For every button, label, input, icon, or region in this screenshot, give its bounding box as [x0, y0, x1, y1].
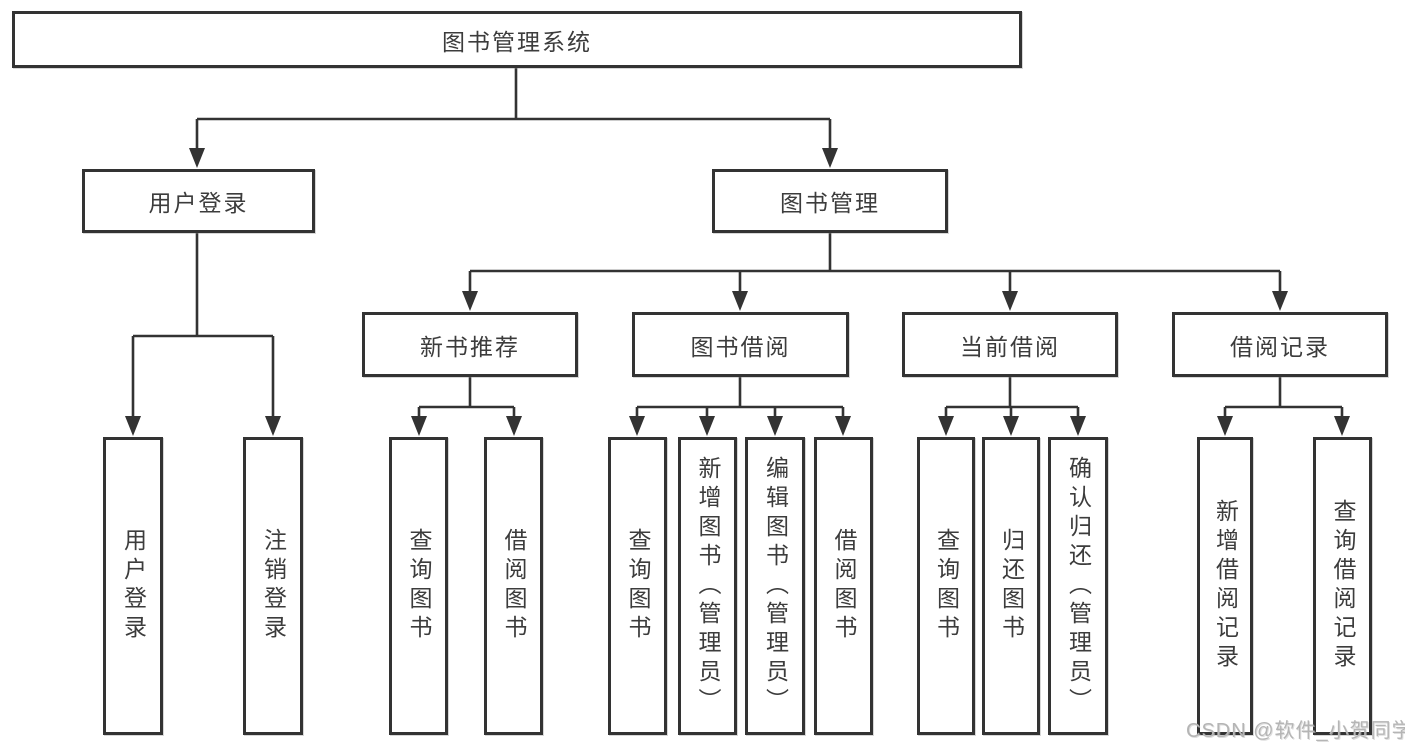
node-borrow-books-borrowing: 借阅图书: [814, 437, 873, 735]
arrow-down-icon: [699, 416, 715, 436]
arrow-down-icon: [189, 148, 205, 168]
arrow-down-icon: [938, 416, 954, 436]
node-edit-books-admin: 编辑图书（管理员）: [745, 437, 805, 735]
arrow-down-icon: [835, 416, 851, 436]
arrow-down-icon: [1334, 416, 1350, 436]
connector-borrowing-to-children: [635, 377, 845, 418]
connector-userlogin-to-children: [131, 232, 275, 418]
node-logout-action: 注销登录: [243, 437, 303, 735]
node-query-books-current: 查询图书: [917, 437, 975, 735]
arrow-down-icon: [1002, 291, 1018, 311]
node-library-system: 图书管理系统: [12, 11, 1022, 68]
arrow-down-icon: [462, 291, 478, 311]
node-query-books-borrowing: 查询图书: [608, 437, 667, 735]
arrow-down-icon: [1217, 416, 1233, 436]
connector-current-to-children: [944, 377, 1080, 418]
arrow-down-icon: [265, 416, 281, 436]
csdn-watermark: CSDN @软件_小贺同学: [1186, 720, 1405, 742]
arrow-down-icon: [822, 148, 838, 168]
node-borrowing-records: 借阅记录: [1172, 312, 1388, 377]
node-book-management: 图书管理: [712, 169, 948, 233]
connector-root-to-level2: [195, 67, 832, 150]
arrow-down-icon: [411, 416, 427, 436]
node-return-books: 归还图书: [982, 437, 1040, 735]
node-user-login: 用户登录: [82, 169, 315, 233]
node-query-books-recommend: 查询图书: [389, 437, 448, 735]
connector-newbook-to-children: [417, 377, 516, 418]
connector-records-to-children: [1223, 377, 1344, 418]
node-add-borrow-record: 新增借阅记录: [1197, 437, 1253, 735]
node-current-borrowing: 当前借阅: [902, 312, 1118, 377]
arrow-down-icon: [1272, 291, 1288, 311]
node-new-book-recommendation: 新书推荐: [362, 312, 578, 377]
arrow-down-icon: [1003, 416, 1019, 436]
arrow-down-icon: [629, 416, 645, 436]
node-user-login-action: 用户登录: [103, 437, 163, 735]
node-book-borrowing: 图书借阅: [632, 312, 849, 377]
arrow-down-icon: [125, 416, 141, 436]
arrow-down-icon: [1070, 416, 1086, 436]
node-query-borrow-record: 查询借阅记录: [1313, 437, 1372, 735]
arrow-down-icon: [506, 416, 522, 436]
node-borrow-books-recommend: 借阅图书: [484, 437, 543, 735]
node-add-books-admin: 新增图书（管理员）: [678, 437, 737, 735]
node-confirm-return-admin: 确认归还（管理员）: [1048, 437, 1108, 735]
arrow-down-icon: [767, 416, 783, 436]
connector-bookmgmt-to-level3: [468, 232, 1282, 293]
arrow-down-icon: [732, 291, 748, 311]
